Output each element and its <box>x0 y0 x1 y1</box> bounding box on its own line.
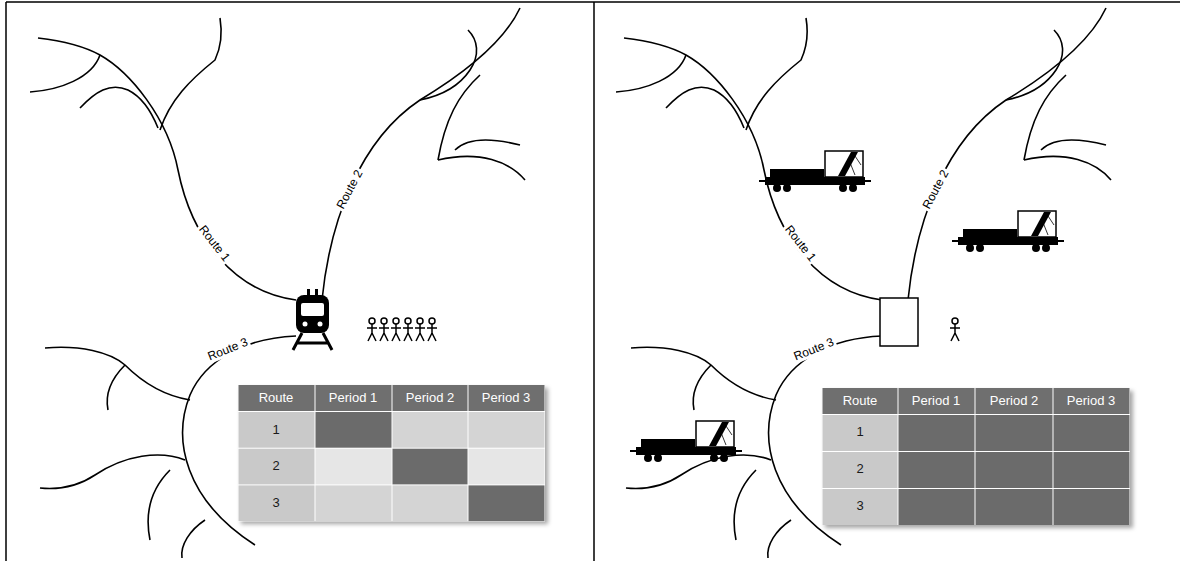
route-label: Route 2 <box>333 167 366 214</box>
table-cell <box>238 385 545 521</box>
table-cell <box>823 415 898 451</box>
table-cell <box>393 449 468 485</box>
table-cell <box>469 485 545 521</box>
table-header: Route <box>259 391 294 405</box>
table-header: Period 2 <box>990 394 1038 408</box>
route-label: Route 1 <box>195 222 234 266</box>
table-cell <box>823 452 898 488</box>
panel-frame <box>6 2 1180 561</box>
table-cell <box>469 412 545 448</box>
table-cell <box>899 388 975 414</box>
table-cell <box>239 485 315 521</box>
row-number: 3 <box>856 499 863 513</box>
table-cell <box>316 385 392 411</box>
route-network <box>30 8 525 558</box>
people-icons <box>367 318 437 341</box>
table-cell <box>899 415 975 451</box>
table-cell <box>976 415 1053 451</box>
table-header: Period 1 <box>329 391 377 405</box>
table-cell <box>899 452 975 488</box>
table-header: Period 3 <box>1067 394 1115 408</box>
table-cell <box>469 449 545 485</box>
table-header: Period 3 <box>482 391 530 405</box>
table-header: Period 1 <box>912 394 960 408</box>
table-cell <box>1054 415 1130 451</box>
row-number: 1 <box>856 425 863 439</box>
table-cell <box>1054 489 1130 525</box>
table-cell <box>316 449 392 485</box>
table-cell <box>823 489 898 525</box>
route-label: Route 3 <box>790 335 838 364</box>
schedule-table <box>822 388 1130 525</box>
table-cell <box>1054 452 1130 488</box>
row-number: 2 <box>272 459 279 473</box>
table-cell <box>239 412 315 448</box>
table-cell <box>823 388 898 414</box>
table-cell <box>976 452 1053 488</box>
table-cell <box>393 485 468 521</box>
table-cell <box>1054 388 1130 414</box>
table-cell <box>976 489 1053 525</box>
wagon-icon <box>952 211 1064 252</box>
table-cell <box>239 449 315 485</box>
person-icon <box>950 318 960 341</box>
table-cell <box>899 489 975 525</box>
route-network <box>616 8 1111 558</box>
row-number: 2 <box>856 462 863 476</box>
train-icon <box>293 289 332 350</box>
row-number: 3 <box>272 496 279 510</box>
table-cell <box>316 412 392 448</box>
wagon-icon <box>759 151 871 192</box>
table-cell <box>239 385 315 411</box>
table-cell <box>393 412 468 448</box>
route-label: Route 3 <box>204 335 252 364</box>
table-header: Route <box>843 394 878 408</box>
wagon-icon <box>630 421 742 462</box>
route-label: Route 1 <box>781 222 820 266</box>
table-cell <box>316 485 392 521</box>
depot-square <box>880 298 918 346</box>
route-label: Route 2 <box>919 167 952 214</box>
table-header: Period 2 <box>406 391 454 405</box>
table-cell <box>976 388 1053 414</box>
table-cell <box>822 388 1130 525</box>
schedule-table <box>238 385 545 521</box>
row-number: 1 <box>272 423 279 437</box>
table-cell <box>469 385 545 411</box>
table-cell <box>393 385 468 411</box>
